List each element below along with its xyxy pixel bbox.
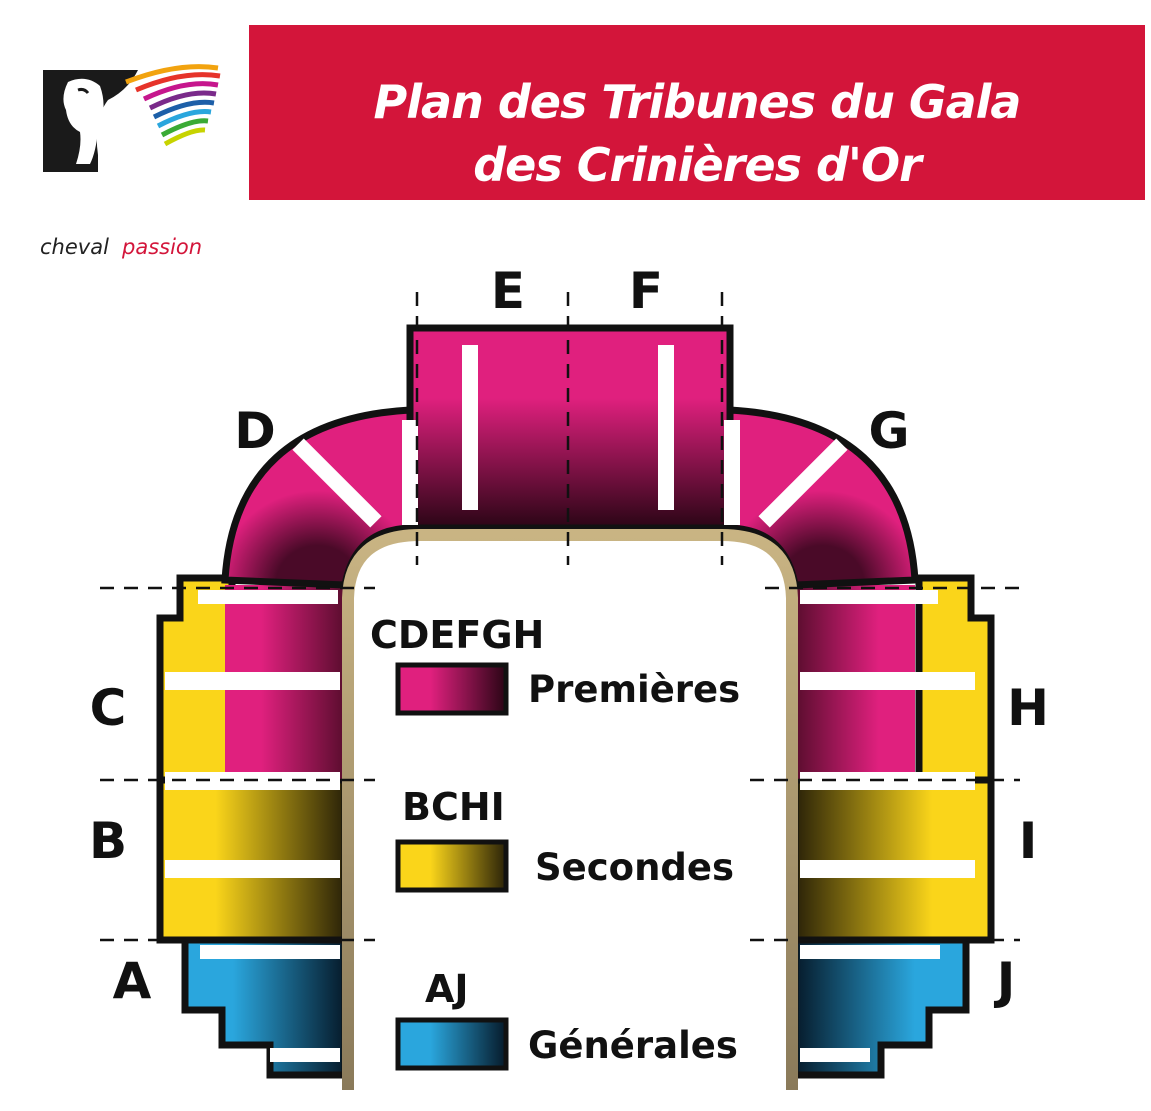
- legend-swatch-secondes: [395, 839, 509, 893]
- label-b: B: [89, 812, 127, 870]
- label-a: A: [113, 952, 152, 1010]
- legend-name-generales: Générales: [528, 1024, 738, 1067]
- label-h: H: [1007, 679, 1049, 737]
- label-e: E: [491, 262, 525, 320]
- legend-name-secondes: Secondes: [535, 846, 734, 889]
- label-j: J: [994, 952, 1016, 1010]
- legend-code-secondes: BCHI: [402, 785, 505, 829]
- section-ef: [406, 324, 734, 532]
- logo-word-passion: passion: [122, 235, 203, 259]
- banner-title-line2: des Crinières d'Or: [473, 138, 922, 192]
- horse-head-icon: [43, 64, 221, 172]
- label-c: C: [90, 679, 127, 737]
- label-i: I: [1019, 812, 1038, 870]
- label-f: F: [629, 262, 663, 320]
- rainbow-mane-icon: [125, 64, 221, 147]
- title-banner: [249, 25, 1145, 200]
- legend-name-premieres: Premières: [528, 668, 740, 711]
- legend: CDEFGH Premières BCHI Secondes AJ Généra…: [370, 613, 740, 1071]
- legend-swatch-generales: [395, 1017, 509, 1071]
- legend-code-generales: AJ: [425, 967, 469, 1011]
- row-dividers: [165, 345, 975, 1062]
- banner-title-line1: Plan des Tribunes du Gala: [373, 75, 1022, 129]
- legend-code-premieres: CDEFGH: [370, 613, 544, 657]
- label-g: G: [868, 402, 909, 460]
- logo-word-cheval: cheval: [40, 235, 109, 259]
- legend-swatch-premieres: [395, 662, 509, 716]
- label-d: D: [234, 402, 276, 460]
- cheval-passion-logo: cheval passion: [38, 60, 238, 259]
- section-boundaries: [100, 292, 1020, 942]
